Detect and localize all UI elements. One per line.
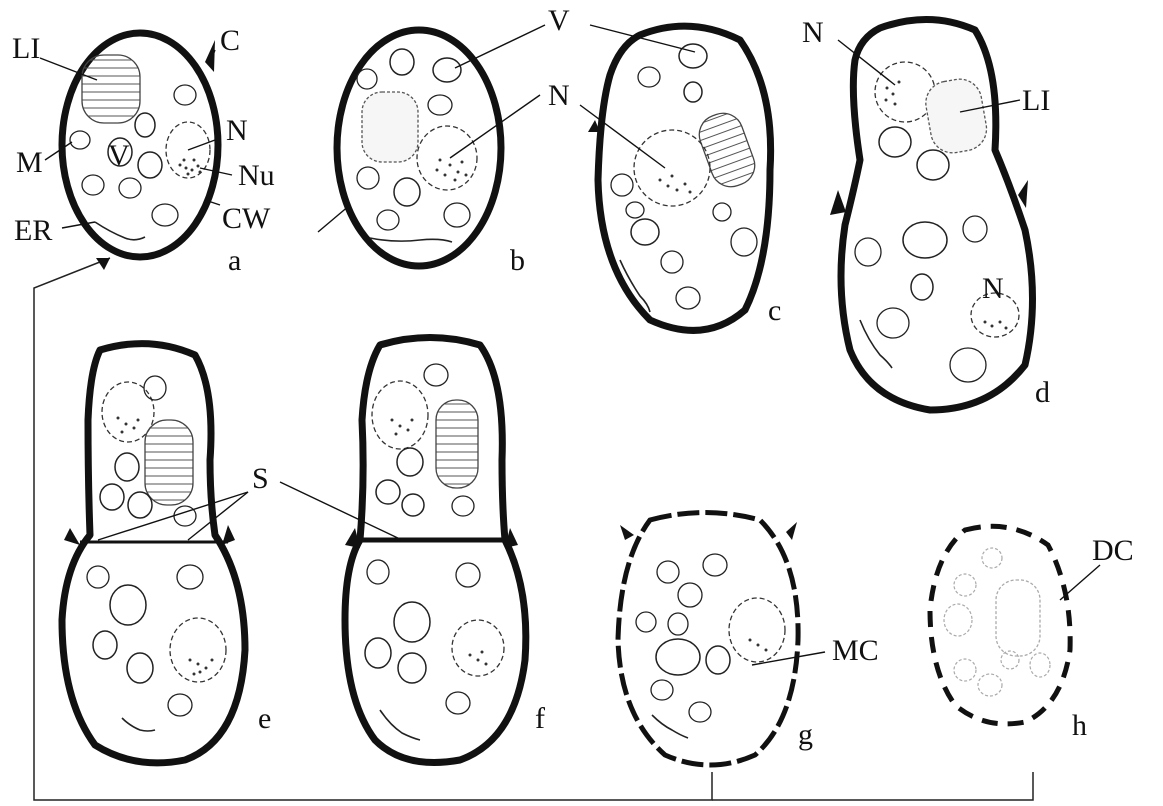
panel-g: g	[798, 718, 813, 751]
vacuole	[128, 492, 152, 518]
vacuole	[433, 58, 461, 82]
lipid-body	[436, 400, 478, 488]
label-N: N	[226, 114, 248, 147]
cell-g	[618, 513, 798, 766]
label-N-2: N	[548, 79, 570, 112]
cell-e	[62, 344, 245, 763]
label-ER: ER	[14, 214, 52, 247]
label-DC: DC	[1092, 534, 1134, 567]
label-Nu: Nu	[238, 159, 275, 192]
vacuole	[93, 631, 117, 659]
panel-a: a	[228, 244, 241, 277]
label-LI: LI	[12, 32, 40, 65]
cell-c	[588, 26, 771, 330]
panel-f: f	[535, 702, 545, 735]
vacuole	[397, 448, 423, 476]
label-S: S	[252, 462, 269, 495]
vacuole	[115, 453, 139, 481]
cell-wall	[930, 526, 1070, 724]
cell-wall	[345, 338, 526, 763]
vacuole	[631, 219, 659, 245]
cell-wall	[618, 513, 798, 766]
vacuole	[679, 44, 707, 68]
vacuole	[394, 178, 420, 206]
vacuole	[402, 494, 424, 516]
lipid-body	[362, 92, 418, 162]
panel-b: b	[510, 244, 525, 277]
label-V-2: V	[548, 4, 570, 37]
vacuole	[706, 646, 730, 674]
vacuole	[135, 113, 155, 137]
label-LI-2: LI	[1022, 84, 1050, 117]
panel-c: c	[768, 294, 781, 327]
label-C: C	[220, 24, 240, 57]
vacuole	[127, 653, 153, 683]
panel-h: h	[1072, 709, 1087, 742]
arrowhead-icon	[96, 258, 110, 270]
label-M: M	[16, 146, 43, 179]
vacuole	[911, 274, 933, 300]
cell-f	[345, 338, 526, 763]
label-CW: CW	[222, 202, 271, 235]
crack-spike	[205, 40, 215, 72]
vacuole	[394, 602, 430, 642]
crack-spike	[786, 522, 797, 540]
vacuole	[684, 82, 702, 102]
panel-e: e	[258, 702, 271, 735]
vacuole	[100, 484, 124, 510]
vacuole	[365, 638, 391, 668]
vacuole	[110, 585, 146, 625]
cell-wall	[841, 19, 1033, 410]
vacuole	[903, 222, 947, 258]
vacuole	[390, 49, 414, 75]
lipid-body	[145, 420, 193, 505]
label-V: V	[108, 139, 130, 172]
label-N-3: N	[802, 16, 824, 49]
crack-spike	[64, 528, 80, 545]
vacuole	[376, 480, 400, 504]
crack-spike	[830, 190, 846, 215]
panel-d: d	[1035, 376, 1050, 409]
vacuole	[398, 653, 426, 683]
cell-b	[337, 30, 501, 266]
cell-h	[930, 526, 1070, 724]
vacuole	[656, 639, 700, 675]
vacuole	[917, 150, 949, 180]
label-MC: MC	[832, 634, 879, 667]
label-N-4: N	[982, 272, 1004, 305]
vacuole	[138, 152, 162, 178]
cell-d	[830, 19, 1033, 410]
vacuole	[879, 127, 911, 157]
lipid-body	[82, 55, 140, 123]
crack-spike	[620, 525, 634, 540]
